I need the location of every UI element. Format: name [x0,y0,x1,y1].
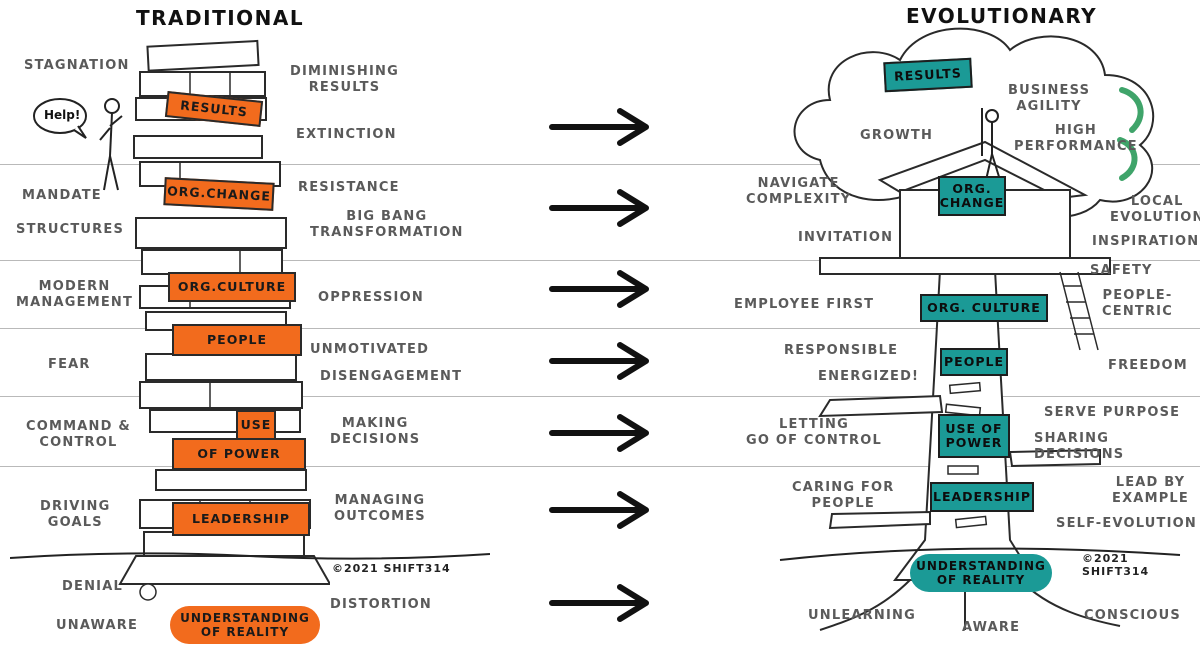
evolutionary-level-understanding-of-reality: UNDERSTANDING OF REALITY [910,554,1052,592]
label-mandate: MANDATE [22,188,102,203]
label-inspiration: INSPIRATION [1092,234,1200,249]
label-employee-first: EMPLOYEE FIRST [734,297,875,312]
help-bubble-text: Help! [44,108,81,122]
evolutionary-level-org-change: ORG. CHANGE [938,176,1006,216]
ground-line [10,552,490,560]
label-self-evolution: SELF-EVOLUTION [1056,516,1197,531]
evolutionary-level-org-culture: ORG. CULTURE [920,294,1048,322]
label-people-centric: PEOPLE- CENTRIC [1102,288,1173,319]
evolutionary-level-people: PEOPLE [940,348,1008,376]
label-modern-management: MODERN MANAGEMENT [16,279,134,310]
label-distortion: DISTORTION [330,597,432,612]
label-energized: ENERGIZED! [818,369,920,384]
label-aware: AWARE [962,620,1021,635]
traditional-level-of-power: OF POWER [172,438,306,470]
label-business-agility: BUSINESS AGILITY [1008,83,1091,114]
divider-line [0,466,1200,467]
label-disengagement: DISENGAGEMENT [320,369,463,384]
traditional-level-org-change: ORG.CHANGE [163,177,275,211]
right-arrow-icon [548,107,652,147]
label-lead-by-example: LEAD BY EXAMPLE [1112,475,1189,506]
label-driving-goals: DRIVING GOALS [40,499,111,530]
label-fear: FEAR [48,357,91,372]
divider-line [0,164,1200,165]
label-unlearning: UNLEARNING [808,608,916,623]
traditional-title: TRADITIONAL [136,6,305,30]
stick-figure-icon [99,98,123,191]
traditional-level-understanding-of-reality: UNDERSTANDING OF REALITY [170,606,320,644]
evolutionary-level-results: RESULTS [883,57,973,93]
evolutionary-title: EVOLUTIONARY [906,4,1098,28]
label-caring-for-people: CARING FOR PEOPLE [792,480,895,511]
label-high-performance: HIGH PERFORMANCE [1014,123,1138,154]
label-extinction: EXTINCTION [296,127,397,142]
copyright-left: ©2021 SHIFT314 [332,562,451,575]
right-arrow-icon [548,269,652,309]
right-arrow-icon [548,341,652,381]
label-growth: GROWTH [860,128,934,143]
label-resistance: RESISTANCE [298,180,400,195]
label-responsible: RESPONSIBLE [784,343,899,358]
right-arrow-icon [548,583,652,623]
label-making-decisions: MAKING DECISIONS [330,416,421,447]
label-oppression: OPPRESSION [318,290,424,305]
label-managing-outcomes: MANAGING OUTCOMES [334,493,426,524]
evolutionary-level-leadership: LEADERSHIP [930,482,1034,512]
speech-bubble-icon [33,98,87,139]
label-command-control: COMMAND & CONTROL [26,419,131,450]
traditional-level-use: USE [236,410,276,440]
traditional-level-org-culture: ORG.CULTURE [168,272,296,302]
right-arrow-icon [548,188,652,228]
right-arrow-icon [548,490,652,530]
label-freedom: FREEDOM [1108,358,1188,373]
label-unaware: UNAWARE [56,618,139,633]
label-stagnation: STAGNATION [24,58,130,73]
divider-line [0,396,1200,397]
label-safety: SAFETY [1090,263,1153,278]
label-conscious: CONSCIOUS [1084,608,1181,623]
label-serve-purpose: SERVE PURPOSE [1044,405,1181,420]
right-arrow-icon [548,413,652,453]
label-sharing-decisions: SHARING DECISIONS [1034,431,1125,462]
label-local-evolution: LOCAL EVOLUTION [1110,194,1200,225]
divider-line [0,328,1200,329]
label-invitation: INVITATION [798,230,894,245]
label-structures: STRUCTURES [16,222,125,237]
traditional-level-people: PEOPLE [172,324,302,356]
label-letting-go-of-control: LETTING GO OF CONTROL [746,417,882,448]
traditional-level-leadership: LEADERSHIP [172,502,310,536]
label-big-bang-transformation: BIG BANG TRANSFORMATION [310,209,464,240]
copyright-right: ©2021 SHIFT314 [1082,552,1150,578]
label-diminishing-results: DIMINISHING RESULTS [290,64,399,95]
evolutionary-level-use-of-power: USE OF POWER [938,414,1010,458]
label-denial: DENIAL [62,579,123,594]
label-unmotivated: UNMOTIVATED [310,342,430,357]
divider-line [0,260,1200,261]
label-navigate-complexity: NAVIGATE COMPLEXITY [746,176,852,207]
